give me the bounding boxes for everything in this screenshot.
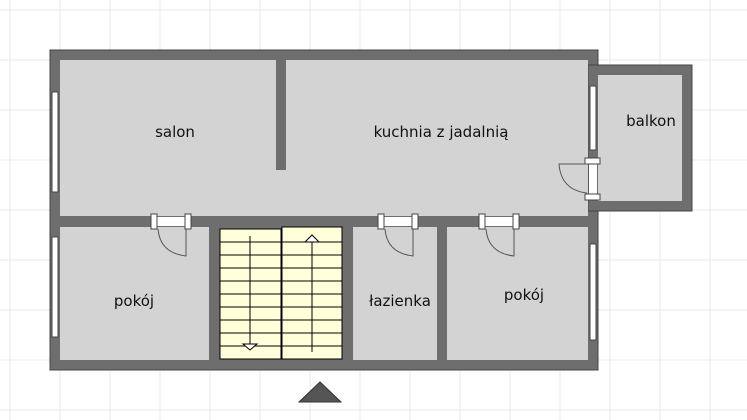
window-pokoj-right — [589, 243, 597, 341]
arrow-up-icon — [303, 234, 321, 243]
door-pokoj-right[interactable] — [478, 213, 520, 257]
window-pokoj-left — [51, 236, 59, 338]
room-balcony[interactable] — [598, 75, 682, 201]
label-bathroom: łazienka — [369, 292, 431, 310]
window-salon — [51, 91, 59, 193]
room-pokoj-left[interactable] — [60, 227, 209, 360]
label-pokoj-left: pokój — [114, 292, 154, 310]
staircase[interactable] — [219, 226, 343, 360]
label-salon: salon — [155, 123, 195, 141]
partition-wall — [276, 60, 286, 170]
label-kitchen: kuchnia z jadalnią — [374, 123, 509, 141]
triangle-up-icon[interactable] — [297, 381, 343, 403]
door-balcony[interactable] — [558, 157, 601, 201]
room-pokoj-right[interactable] — [447, 227, 588, 360]
room-salon-kitchen[interactable] — [60, 60, 588, 216]
arrow-down-icon — [241, 343, 259, 351]
door-pokoj-left[interactable] — [150, 213, 192, 257]
label-balcony: balkon — [626, 112, 676, 130]
window-kitchen — [589, 85, 597, 151]
door-bathroom[interactable] — [377, 213, 419, 257]
label-pokoj-right: pokój — [504, 286, 544, 304]
